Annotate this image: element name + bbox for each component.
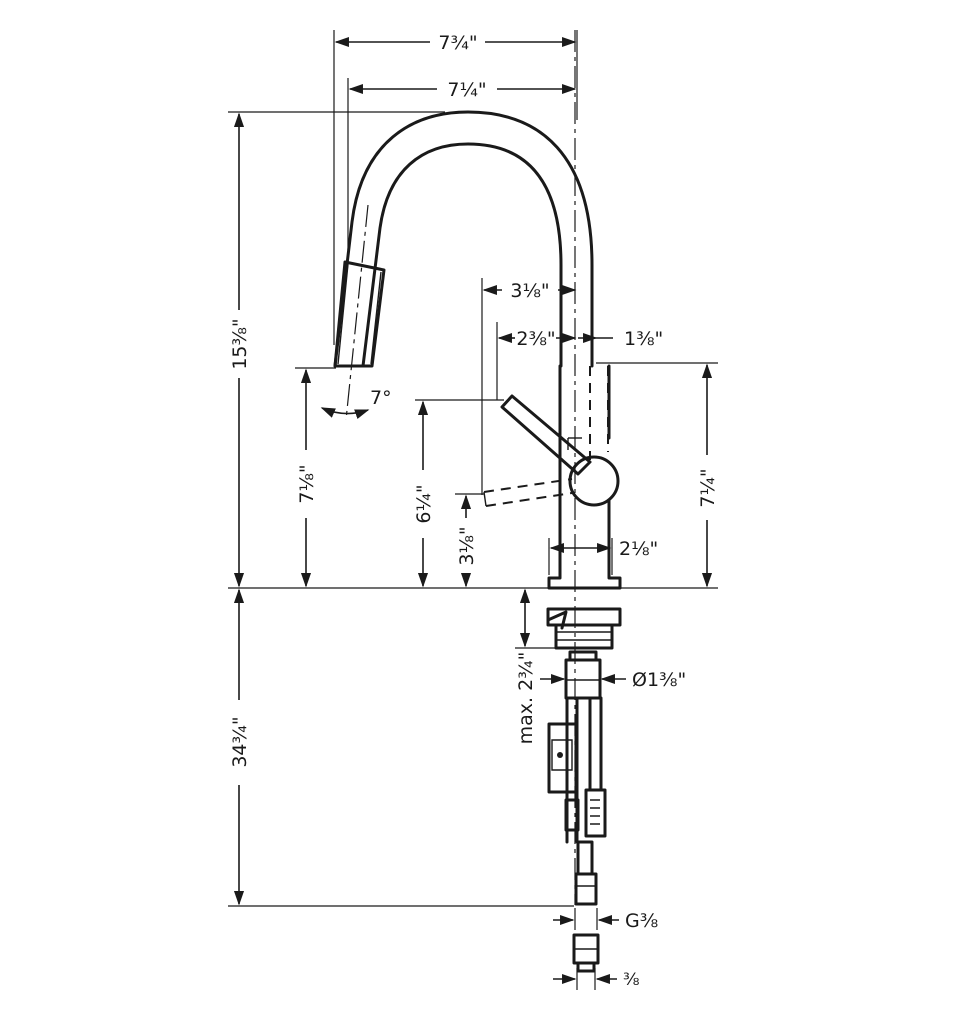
connection-thread-label: G⅜ [625,910,658,932]
body-height-label: 7¼" [697,468,719,507]
spray-height-label: 7⅛" [296,464,318,503]
lever-reach-label: 3⅛" [510,280,549,302]
supply-fitting-label: ⅜ [623,970,639,990]
lever-height-label: 6¼" [413,484,435,523]
spray-head [333,260,386,368]
spout-outer [333,110,594,368]
faucet-outline [333,30,622,973]
shank-diameter-label: Ø1⅜" [632,669,686,691]
dimension-lines [233,36,713,985]
mounting-plate [546,607,622,627]
lever-hub [568,455,620,507]
extension-lines [228,30,718,990]
base-diameter-label: 2⅛" [619,538,658,560]
swivel-angle-label: 7° [370,387,392,409]
shank [564,658,602,700]
body-offset-label: 1⅜" [624,328,663,350]
max-deck-thickness-label: max. 2¾" [515,652,537,745]
faucet-height-label: 15⅜" [229,318,251,369]
supply-length-label: 34¾" [229,716,251,767]
lever-low-height-label: 3⅛" [456,526,478,565]
lever-offset-label: 2⅜" [516,328,555,350]
spout-inner [361,142,563,368]
overall-spout-reach-label: 7¾" [438,32,477,54]
spout-reach-label: 7¼" [447,79,486,101]
lever-handle [500,394,592,476]
spout-centerline [345,204,369,421]
dimension-labels: 7¾" 7¼" 15⅜" 3⅛" 2⅜" 1⅜" 7⅛" 6¼" 3⅛" 7¼"… [229,32,719,990]
control-box [547,722,578,794]
lever-closed-position [483,478,573,507]
